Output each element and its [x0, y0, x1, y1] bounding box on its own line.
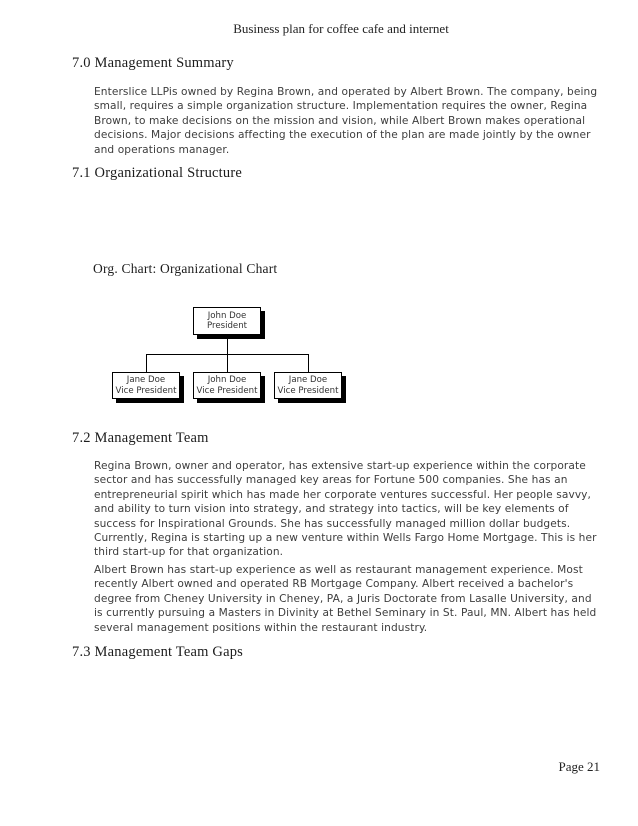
- section-heading-7-0: 7.0 Management Summary: [72, 55, 234, 71]
- page-number: Page 21: [558, 759, 600, 774]
- org-chart-node-vp-1: Jane Doe Vice President: [112, 372, 180, 399]
- org-chart-connector-child-1: [146, 354, 147, 372]
- paragraph-regina-brown: Regina Brown, owner and operator, has ex…: [94, 460, 597, 559]
- org-node-name: Jane Doe: [288, 375, 328, 385]
- org-chart-caption: Org. Chart: Organizational Chart: [93, 261, 278, 276]
- org-chart: John Doe President Jane Doe Vice Preside…: [112, 306, 350, 410]
- document-header-title: Business plan for coffee cafe and intern…: [233, 21, 449, 36]
- org-chart-connector-child-2: [227, 354, 228, 372]
- org-node-name: Jane Doe: [126, 375, 166, 385]
- org-node-title: President: [206, 321, 248, 331]
- org-chart-node-vp-3: Jane Doe Vice President: [274, 372, 342, 399]
- org-node-title: Vice President: [196, 385, 258, 396]
- org-node-name: John Doe: [207, 375, 247, 385]
- paragraph-albert-brown: Albert Brown has start-up experience as …: [94, 564, 597, 634]
- org-chart-node-president: John Doe President: [193, 307, 261, 335]
- org-node-title: Vice President: [277, 385, 339, 396]
- org-node-name: John Doe: [207, 310, 247, 321]
- section-heading-7-3: 7.3 Management Team Gaps: [72, 644, 244, 660]
- paragraph-management-summary: Enterslice LLPis owned by Regina Brown, …: [94, 86, 598, 156]
- section-heading-7-2: 7.2 Management Team: [72, 430, 209, 446]
- org-chart-node-vp-2: John Doe Vice President: [193, 372, 261, 399]
- org-chart-connector-root: [227, 335, 228, 354]
- org-chart-connector-child-3: [308, 354, 309, 372]
- org-node-title: Vice President: [115, 385, 177, 396]
- section-heading-7-1: 7.1 Organizational Structure: [72, 165, 243, 181]
